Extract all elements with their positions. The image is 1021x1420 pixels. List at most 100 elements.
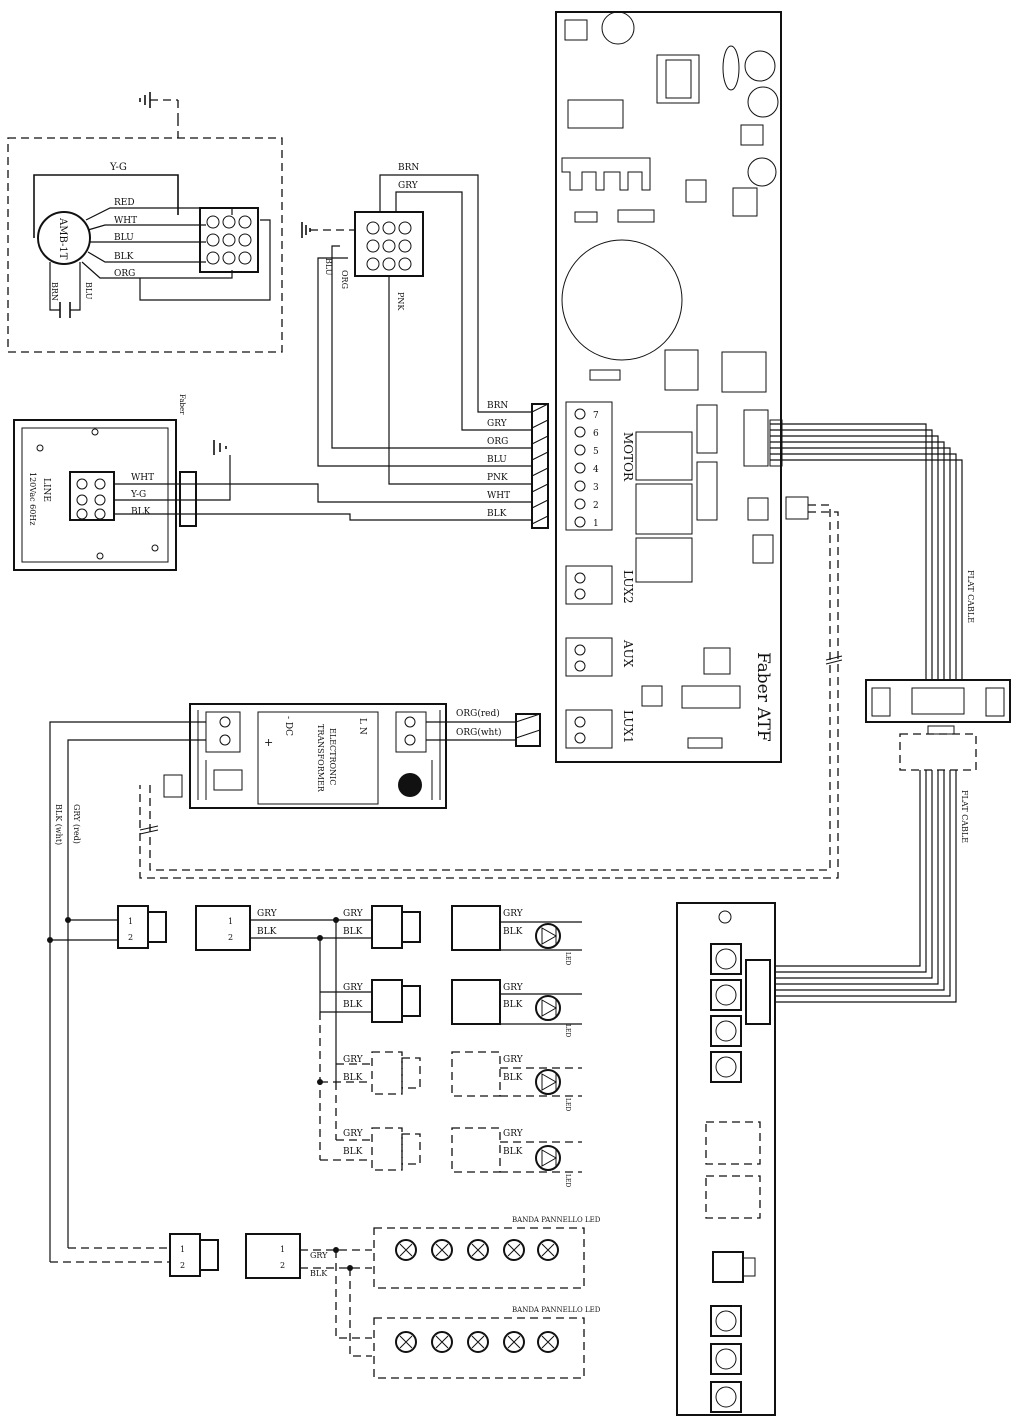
led-strip-2-leds: [395, 1331, 559, 1353]
transformer-title-2: TRANSFORMER: [316, 724, 325, 793]
strip-wire-brn: BRN: [487, 401, 508, 411]
electronic-transformer: ELECTRONIC TRANSFORMER L N - DC + ORG(re…: [49, 703, 541, 1262]
lamp4-wire-blk: BLK: [343, 1147, 363, 1157]
motor-pin-5: 5: [593, 447, 599, 457]
motor-pin-2: 2: [593, 501, 599, 511]
lamp1-wire-gry-2: GRY: [503, 909, 524, 919]
flat-cable-lower: FLAT CABLE: [770, 770, 969, 1003]
lux2-label: LUX2: [621, 570, 635, 604]
led-strip-2: BANDA PANNELLO LED: [373, 1306, 601, 1379]
led-wire-blk: BLK: [310, 1269, 328, 1278]
led-strip-2-label: BANDA PANNELLO LED: [512, 1306, 601, 1314]
strip-wire-org: ORG: [487, 437, 508, 447]
led-strip-1-label: BANDA PANNELLO LED: [512, 1216, 601, 1224]
flat-cable-label-2: FLAT CABLE: [960, 790, 969, 843]
motor-box: AMB-1T Y-G RED WHT BLU BLK ORG BRN BLU: [7, 118, 283, 353]
motor-pin-7: 7: [593, 411, 599, 421]
lamp2-wire-gry: GRY: [343, 983, 364, 993]
motor-pin-3: 3: [593, 483, 599, 493]
cap-wire-brn: BRN: [50, 282, 59, 301]
conn-label-gry: GRY: [398, 181, 419, 191]
power-edge-label: Faber: [178, 394, 186, 415]
conn-label-blu: BLU: [324, 258, 333, 276]
lamp1-wire-gry: GRY: [343, 909, 364, 919]
lamp4-wire-blk-2: BLK: [503, 1147, 523, 1157]
strip-wire-blu: BLU: [487, 455, 507, 465]
strip-wire-wht: WHT: [487, 491, 510, 501]
motor-wire-blu: BLU: [114, 233, 134, 243]
harness-wires: [317, 174, 518, 485]
lamp3-label: LED: [564, 1098, 571, 1111]
ground-icon: [139, 92, 179, 118]
lamp1-wire-blk: BLK: [343, 927, 363, 937]
flat-cable-upper: FLAT CABLE: [770, 423, 975, 690]
led-pin-2a: 2: [180, 1261, 185, 1270]
lamp-4-optional: GRY BLK GRY BLK LED: [320, 1127, 582, 1187]
lamp3-wire-gry: GRY: [343, 1055, 364, 1065]
lamp-branch-main: 1 2 1 2 GRY BLK: [47, 905, 372, 1082]
flat-cable-connector: [865, 679, 1011, 771]
power-label-line: LINE: [41, 478, 51, 502]
power-wire-wht: WHT: [131, 473, 154, 483]
lamp2-label: LED: [564, 1024, 571, 1037]
fan-motor-icon: [37, 211, 91, 265]
main-wire-gry: GRY: [257, 909, 278, 919]
motor-wire-red: RED: [114, 198, 135, 208]
lamp4-label: LED: [564, 1174, 571, 1187]
motor-connector-pins: [206, 215, 252, 265]
cap-wire-blu: BLU: [84, 282, 93, 300]
keypad-buttons-upper: [710, 943, 742, 1083]
lamp-3-optional: GRY BLK GRY BLK LED: [317, 1012, 582, 1160]
motor-pin-1: 1: [593, 519, 599, 529]
lamp2-wire-gry-2: GRY: [503, 983, 524, 993]
strip-wire-blk: BLK: [487, 509, 507, 519]
lamp1-label: LED: [564, 952, 571, 965]
motor-label: MOTOR: [621, 432, 635, 482]
transformer-out-org-red: ORG(red): [456, 708, 500, 719]
keypad-buttons-lower: [710, 1305, 742, 1413]
led-pin-1b: 1: [280, 1245, 285, 1254]
lamp3-wire-blk-2: BLK: [503, 1073, 523, 1083]
lamp3-wire-gry-2: GRY: [503, 1055, 524, 1065]
terminal-strip: BRN GRY ORG BLU PNK WHT BLK: [487, 401, 549, 529]
board-name: Faber ATF: [753, 652, 773, 742]
power-label-voltage: 120Vac 60Hz: [28, 472, 37, 525]
led-pin-1a: 1: [180, 1245, 185, 1254]
wire-label-yg: Y-G: [109, 162, 127, 173]
lamp2-wire-blk: BLK: [343, 1000, 363, 1010]
display-digit-2: [705, 1175, 761, 1219]
transformer-plus: +: [264, 736, 273, 749]
motor-harness-connector: BRN GRY BLU ORG PNK: [301, 163, 424, 311]
lamp-1: GRY BLK GRY BLK LED: [317, 905, 582, 965]
lamp4-wire-gry-2: GRY: [503, 1129, 524, 1139]
main-pin-2b: 2: [228, 933, 233, 942]
led-strip-1: BANDA PANNELLO LED: [373, 1216, 601, 1289]
led-wire-gry: GRY: [310, 1251, 328, 1260]
lv-wire-blk: BLK (wht): [54, 804, 63, 845]
lamp1-wire-blk-2: BLK: [503, 927, 523, 937]
transformer-dc: - DC: [283, 716, 293, 736]
lamp4-wire-gry: GRY: [343, 1129, 364, 1139]
flat-cable-label-1: FLAT CABLE: [966, 570, 975, 623]
transformer-title-1: ELECTRONIC: [328, 728, 337, 785]
lamp2-wire-blk-2: BLK: [503, 1000, 523, 1010]
conn-label-pnk: PNK: [396, 292, 405, 311]
aux-dashed-cable: [139, 504, 843, 879]
main-pin-1a: 1: [128, 917, 133, 926]
motor-wire-wht: WHT: [114, 216, 137, 226]
aux-label: AUX: [621, 639, 635, 668]
motor-wire-org: ORG: [114, 269, 135, 279]
conn-label-org: ORG: [340, 270, 349, 289]
conn-label-brn: BRN: [398, 163, 419, 173]
motor-pin-4: 4: [593, 465, 599, 475]
keypad-board: [676, 902, 776, 1416]
control-board: 7 6 5 4 3 2 1 MOTOR LUX2 AUX LUX1: [555, 11, 809, 763]
led-strip-1-leds: [395, 1239, 559, 1261]
lamp-2: GRY BLK GRY BLK LED: [320, 979, 582, 1037]
motor-label: AMB-1T: [57, 217, 68, 260]
led-strip-branch: 1 2 1 2 GRY BLK: [50, 1233, 372, 1357]
display-digit-1: [705, 1121, 761, 1165]
lux1-label: LUX1: [621, 710, 635, 744]
led-pin-2b: 2: [280, 1261, 285, 1270]
